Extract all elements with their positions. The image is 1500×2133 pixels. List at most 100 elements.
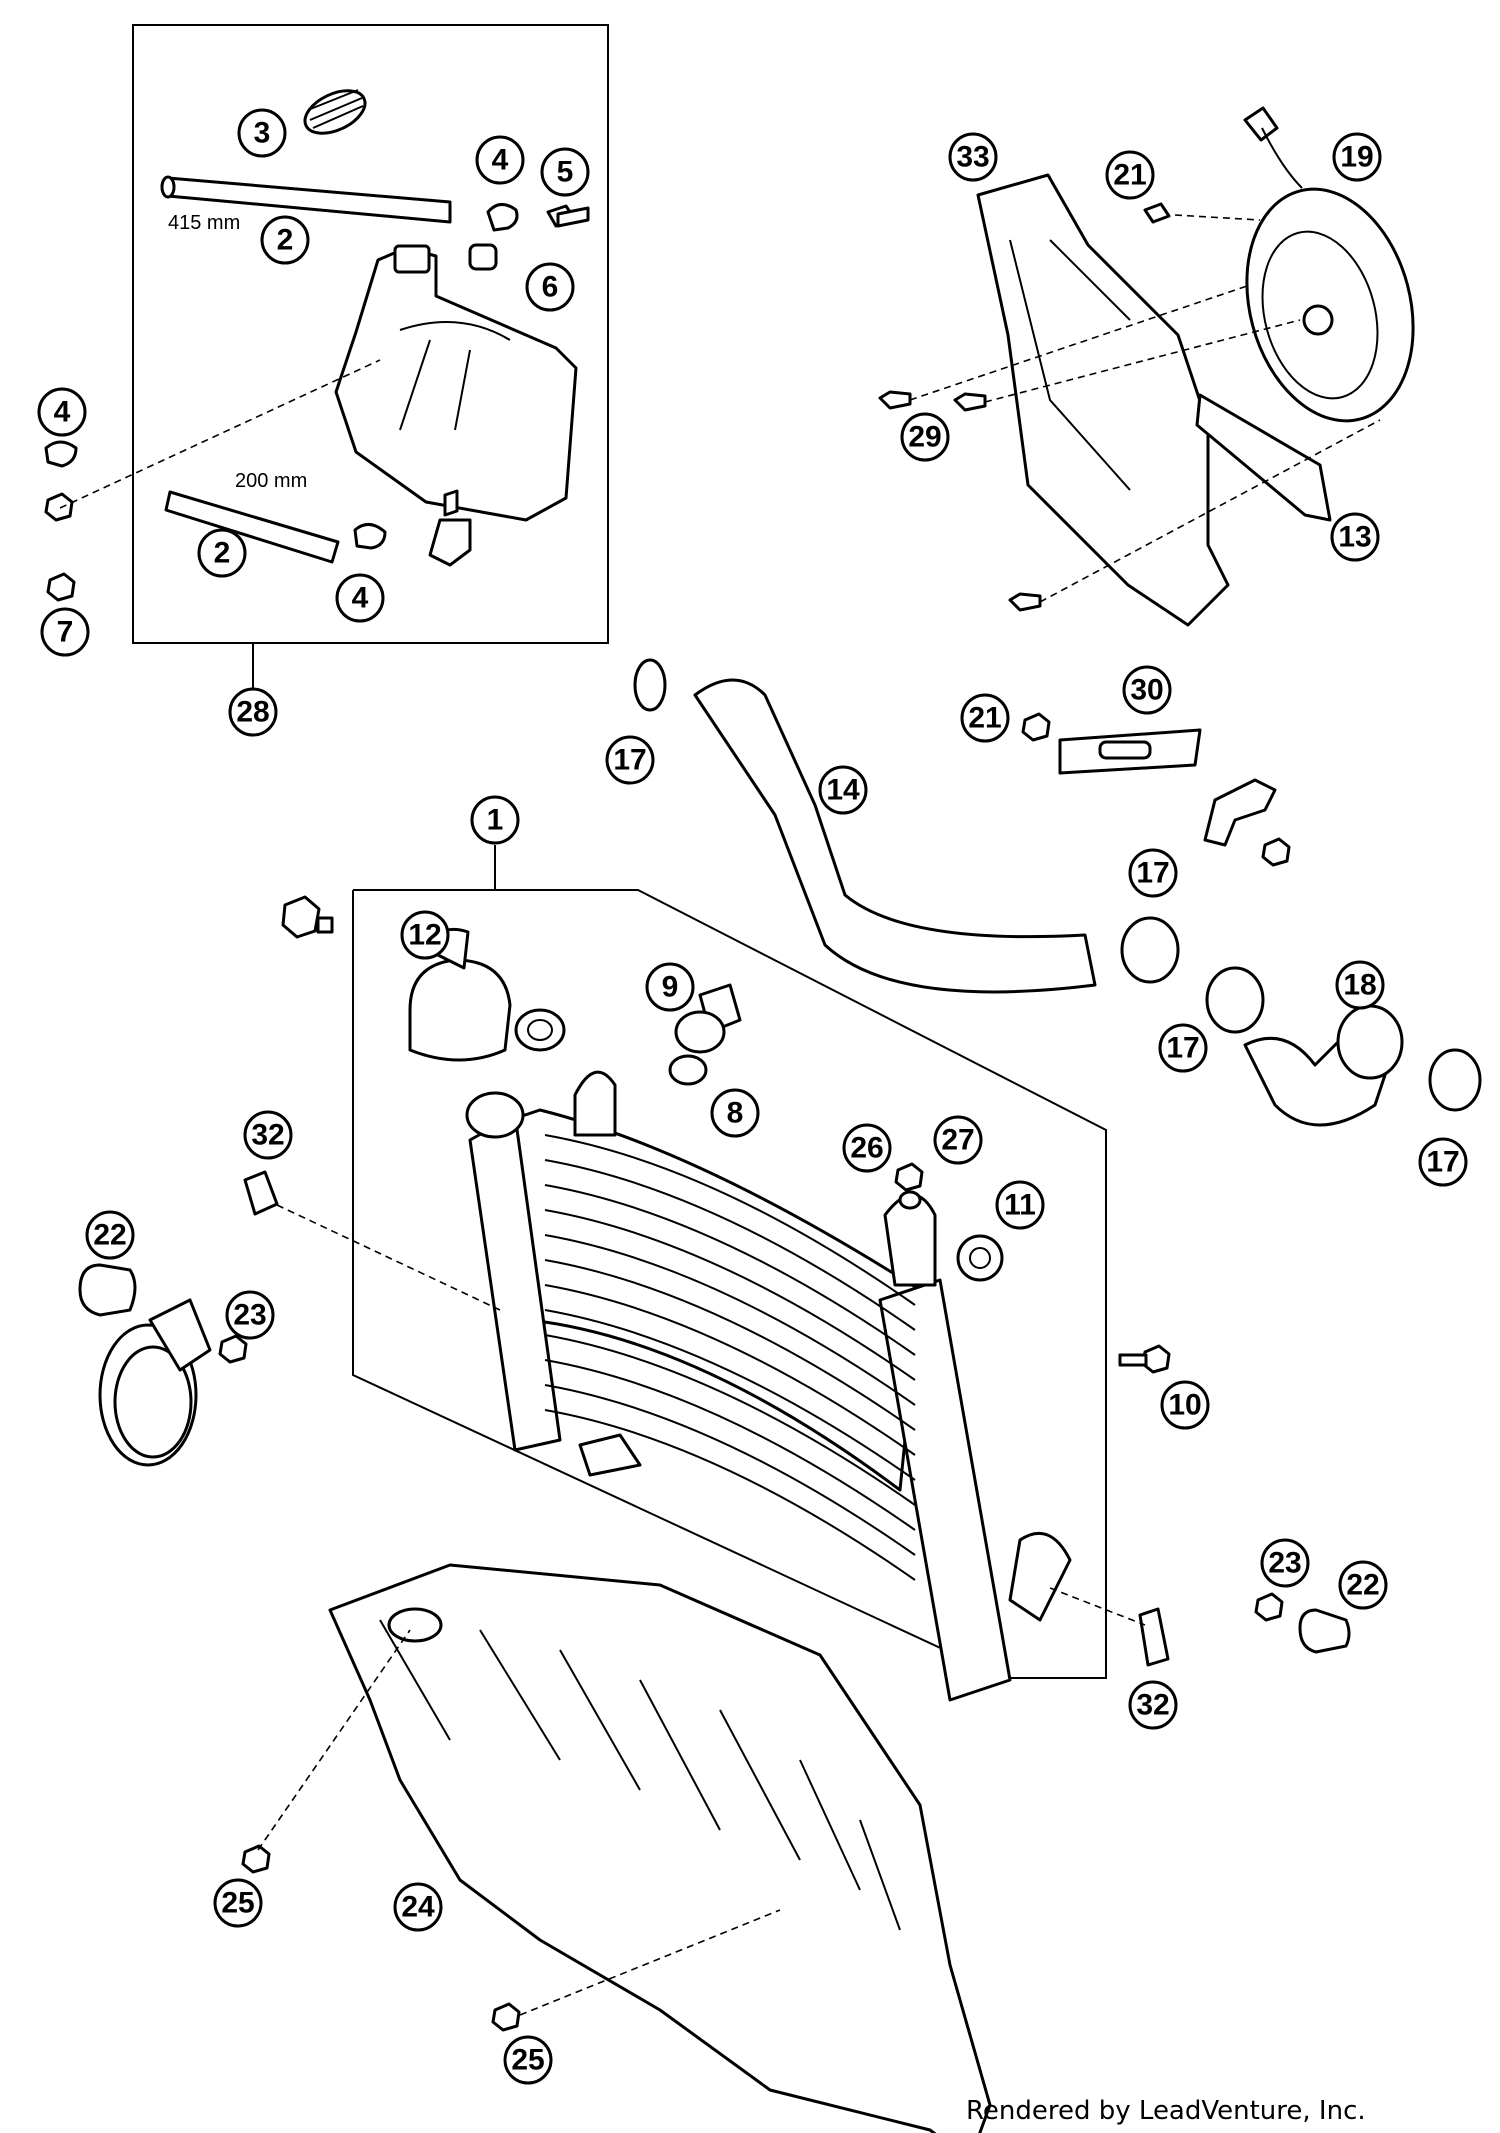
horn-part — [98, 1298, 212, 1467]
svg-text:4: 4 — [492, 144, 509, 177]
callout-17a: 17 — [605, 735, 655, 785]
callout-25-lower: 25 — [503, 2035, 553, 2085]
hose-clamp-17d-part — [1428, 1048, 1482, 1112]
hose-short-dimension: 200 mm — [235, 470, 307, 492]
o-ring-8-part — [668, 1054, 708, 1086]
svg-text:1: 1 — [487, 804, 504, 837]
callout-10: 10 — [1160, 1380, 1210, 1430]
washer-27-part — [898, 1190, 922, 1210]
callout-4-lower: 4 — [335, 573, 385, 623]
svg-text:2: 2 — [214, 537, 231, 570]
cap-part — [303, 89, 367, 135]
callout-28: 28 — [228, 687, 278, 737]
hose-clamp-17c-part — [1205, 966, 1265, 1034]
svg-text:11: 11 — [1004, 1189, 1036, 1222]
callout-21-lower: 21 — [960, 693, 1010, 743]
svg-text:23: 23 — [1268, 1547, 1301, 1580]
callout-22-right: 22 — [1338, 1560, 1388, 1610]
svg-text:10: 10 — [1168, 1389, 1201, 1422]
callout-4-upper: 4 — [475, 135, 525, 185]
callout-21-upper: 21 — [1105, 150, 1155, 200]
radiator-shield-24-part — [328, 1563, 992, 2133]
callout-17d: 17 — [1418, 1137, 1468, 1187]
clip-32-left-part — [243, 1170, 279, 1216]
bracket-small-part — [1203, 778, 1291, 867]
screw-upper-part — [546, 204, 590, 228]
expansion-tank-group-frame — [132, 24, 609, 644]
svg-text:28: 28 — [236, 696, 269, 729]
callout-23-right: 23 — [1260, 1538, 1310, 1588]
svg-text:14: 14 — [826, 774, 860, 807]
rubber-mount-22-right-part — [1298, 1608, 1351, 1654]
hose-clamp-17b-part — [1120, 916, 1180, 984]
svg-text:3: 3 — [254, 117, 271, 150]
svg-text:5: 5 — [557, 156, 574, 189]
callout-14: 14 — [818, 765, 868, 815]
svg-text:21: 21 — [1113, 159, 1146, 192]
svg-text:17: 17 — [1166, 1032, 1199, 1065]
callout-30: 30 — [1122, 665, 1172, 715]
grommet-part — [468, 243, 498, 271]
radiator-group-frame — [352, 889, 1107, 1679]
callout-23-left: 23 — [225, 1290, 275, 1340]
svg-text:25: 25 — [221, 1887, 254, 1920]
svg-text:6: 6 — [542, 271, 559, 304]
svg-text:25: 25 — [511, 2044, 544, 2077]
svg-text:2: 2 — [277, 224, 294, 257]
bolt-left-part — [44, 492, 74, 522]
callout-3: 3 — [237, 108, 287, 158]
grommet-upper-part — [514, 1008, 566, 1052]
callout-22-left: 22 — [85, 1210, 135, 1260]
svg-text:22: 22 — [1346, 1569, 1379, 1602]
callout-9: 9 — [645, 962, 695, 1012]
svg-text:21: 21 — [968, 702, 1001, 735]
svg-text:23: 23 — [233, 1299, 266, 1332]
svg-text:33: 33 — [956, 141, 989, 174]
svg-text:8: 8 — [727, 1097, 744, 1130]
bracket-30-part — [1058, 728, 1202, 775]
bolt-25-upper-part — [241, 1844, 271, 1874]
svg-text:12: 12 — [408, 919, 441, 952]
callout-13: 13 — [1330, 512, 1380, 562]
callout-11: 11 — [995, 1180, 1045, 1230]
elbow-hose-18-part — [1243, 1004, 1404, 1127]
svg-text:27: 27 — [941, 1124, 974, 1157]
fan-part — [1243, 106, 1415, 423]
svg-text:18: 18 — [1343, 969, 1376, 1002]
svg-text:17: 17 — [613, 744, 646, 777]
callout-27: 27 — [933, 1115, 983, 1165]
bolt-7-part — [46, 572, 76, 602]
callout-29: 29 — [900, 412, 950, 462]
credit-line: Rendered by LeadVenture, Inc. — [966, 2096, 1366, 2126]
grommet-11-part — [956, 1234, 1004, 1282]
svg-text:32: 32 — [251, 1119, 284, 1152]
radiator-core-part — [465, 1070, 1072, 1702]
callout-12: 12 — [400, 910, 450, 960]
callout-6: 6 — [525, 262, 575, 312]
temp-sensor-9-part — [674, 983, 742, 1054]
svg-text:30: 30 — [1130, 674, 1163, 707]
hose-clamp-lower-part — [353, 523, 387, 550]
expansion-tank-part — [334, 244, 578, 567]
callout-8: 8 — [710, 1088, 760, 1138]
svg-text:9: 9 — [662, 971, 679, 1004]
clip-32-right-part — [1138, 1607, 1170, 1667]
callout-17c: 17 — [1158, 1023, 1208, 1073]
bolt-26-part — [894, 1162, 924, 1192]
svg-text:13: 13 — [1338, 521, 1371, 554]
svg-text:32: 32 — [1136, 1689, 1169, 1722]
callout-17b: 17 — [1128, 848, 1178, 898]
svg-text:24: 24 — [401, 1891, 435, 1924]
callout-5: 5 — [540, 147, 590, 197]
svg-text:29: 29 — [908, 421, 941, 454]
callout-1: 1 — [470, 795, 520, 845]
svg-text:17: 17 — [1426, 1146, 1459, 1179]
nut-23-left-part — [218, 1334, 248, 1364]
callout-2-upper: 2 — [260, 215, 310, 265]
bolt-29-part — [878, 390, 1042, 612]
svg-text:4: 4 — [54, 396, 71, 429]
svg-text:19: 19 — [1340, 141, 1373, 174]
callout-2-lower: 2 — [197, 528, 247, 578]
svg-text:7: 7 — [57, 616, 74, 649]
svg-text:4: 4 — [352, 582, 369, 615]
